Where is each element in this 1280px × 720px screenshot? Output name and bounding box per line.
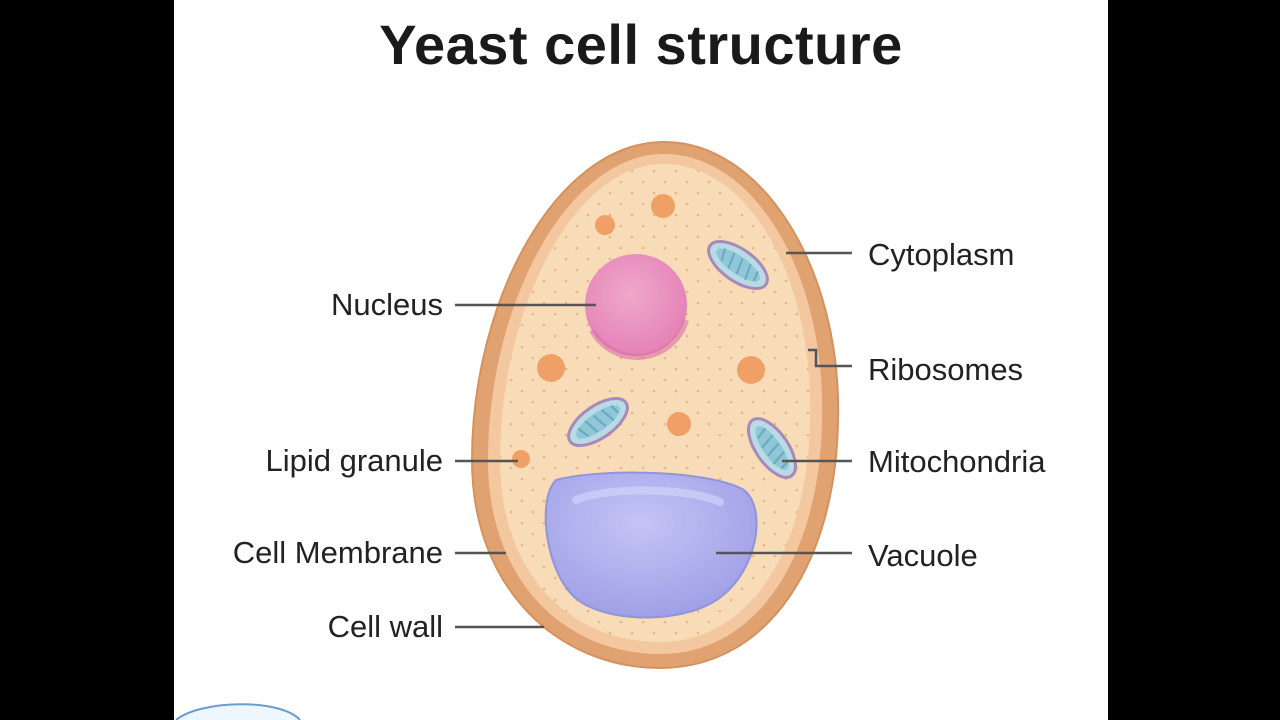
mitochondrion (747, 417, 797, 479)
vacuole (544, 471, 758, 619)
lipid-granule (512, 450, 530, 468)
leader-lines (455, 251, 852, 629)
label-cell-wall: Cell wall (328, 609, 443, 644)
leader-ribosomes (808, 348, 852, 368)
lipid-granule (651, 194, 675, 218)
diagram-slide: Yeast cell structure (174, 0, 1108, 720)
label-lipid-granule: Lipid granule (265, 443, 443, 478)
label-ribosomes: Ribosomes (868, 352, 1023, 387)
mitochondrion (567, 397, 629, 447)
partial-circle-decoration (175, 703, 301, 720)
lipid-granule (737, 356, 765, 384)
lipid-granules (512, 194, 765, 468)
label-cell-membrane: Cell Membrane (233, 535, 443, 570)
label-mitochondria: Mitochondria (868, 444, 1046, 479)
diagram-title: Yeast cell structure (379, 13, 903, 76)
lipid-granule (595, 215, 615, 235)
nucleus (585, 254, 689, 360)
yeast-cell-diagram: Nucleus Lipid granule Cell Membrane Cell… (175, 140, 1046, 720)
lipid-granule (537, 354, 565, 382)
lipid-granule (667, 412, 691, 436)
mitochondrion (707, 240, 769, 290)
label-cytoplasm: Cytoplasm (868, 237, 1014, 272)
label-vacuole: Vacuole (868, 538, 978, 573)
label-nucleus: Nucleus (331, 287, 443, 322)
